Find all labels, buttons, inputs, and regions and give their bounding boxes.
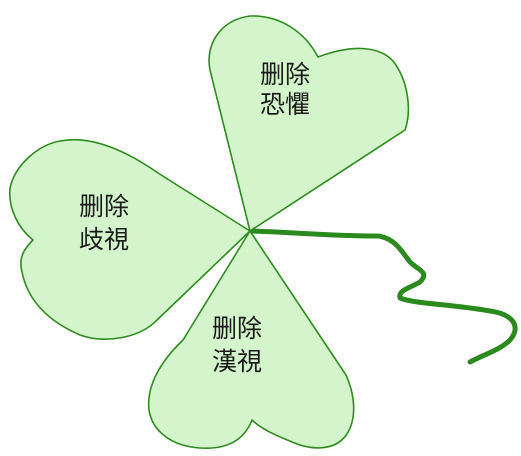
leaf-bottom-label-line1: 删除 xyxy=(212,314,262,343)
leaf-bottom-label-line2: 漢視 xyxy=(212,347,262,376)
leaf-top-label-line2: 恐懼 xyxy=(260,90,310,119)
leaf-left-label-line2: 歧視 xyxy=(79,225,129,254)
leaf-top-label-line1: 删除 xyxy=(260,60,310,89)
leaf-top xyxy=(209,16,408,231)
leaf-left-label-line1: 删除 xyxy=(79,192,129,221)
